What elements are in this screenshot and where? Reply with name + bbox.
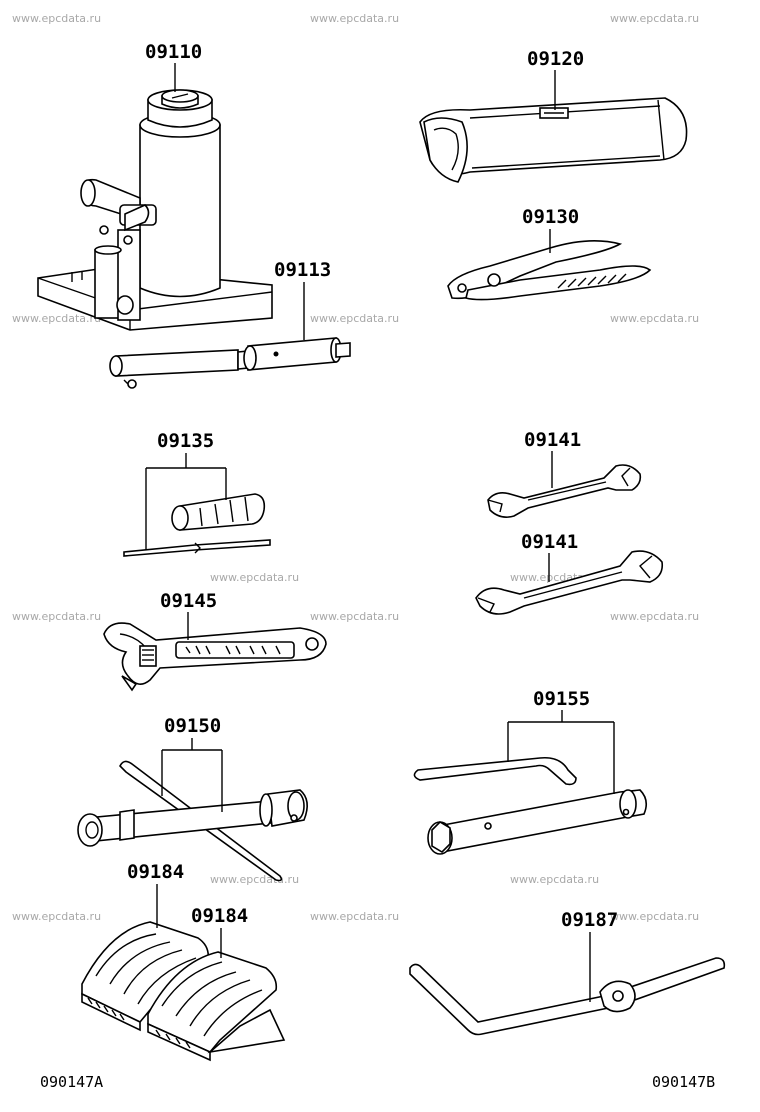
watermark: www.epcdata.ru [610,610,699,623]
adjustable-wrench-icon [103,622,327,692]
leader-bracket [161,738,223,812]
watermark: www.epcdata.ru [510,873,599,886]
watermark: www.epcdata.ru [610,312,699,325]
watermark: www.epcdata.ru [12,910,101,923]
part-number-09120: 09120 [527,48,584,70]
spark-plug-socket-icon [413,756,648,855]
jack-handle-icon [109,337,351,389]
watermark: www.epcdata.ru [310,12,399,25]
wheel-chock-icon [147,951,286,1062]
part-number-09130: 09130 [522,206,579,228]
watermark: www.epcdata.ru [310,910,399,923]
screwdriver-icon [123,493,271,557]
watermark: www.epcdata.ru [610,12,699,25]
part-number-09155: 09155 [533,688,590,710]
watermark: www.epcdata.ru [12,312,101,325]
wheel-nut-wrench-icon [77,760,308,882]
drawing-code-left: 090147A [40,1073,103,1091]
part-number-09135: 09135 [157,430,214,452]
part-number-09113: 09113 [274,259,331,281]
wheel-chock-icon [81,921,210,1032]
open-end-wrench-icon [487,464,642,518]
watermark: www.epcdata.ru [610,910,699,923]
watermark: www.epcdata.ru [12,610,101,623]
watermark: www.epcdata.ru [310,312,399,325]
part-number-09184: 09184 [127,861,184,883]
watermark: www.epcdata.ru [210,571,299,584]
pliers-icon [447,240,652,301]
part-number-09187: 09187 [561,909,618,931]
drawing-code-right: 090147B [652,1073,715,1091]
watermark: www.epcdata.ru [12,12,101,25]
leader-bracket [145,453,227,550]
part-number-09141: 09141 [524,429,581,451]
crank-handle-icon [409,957,726,1036]
part-number-09145: 09145 [160,590,217,612]
leader-bracket [507,710,615,794]
watermark: www.epcdata.ru [210,873,299,886]
watermark: www.epcdata.ru [310,610,399,623]
part-number-09184: 09184 [191,905,248,927]
open-end-wrench-icon [475,550,664,615]
part-number-09110: 09110 [145,41,202,63]
watermark-layer: www.epcdata.ru www.epcdata.ru www.epcdat… [12,12,699,923]
tool-bag-icon [419,97,688,183]
bottle-jack-icon [37,89,273,331]
part-number-09150: 09150 [164,715,221,737]
part-number-09141: 09141 [521,531,578,553]
